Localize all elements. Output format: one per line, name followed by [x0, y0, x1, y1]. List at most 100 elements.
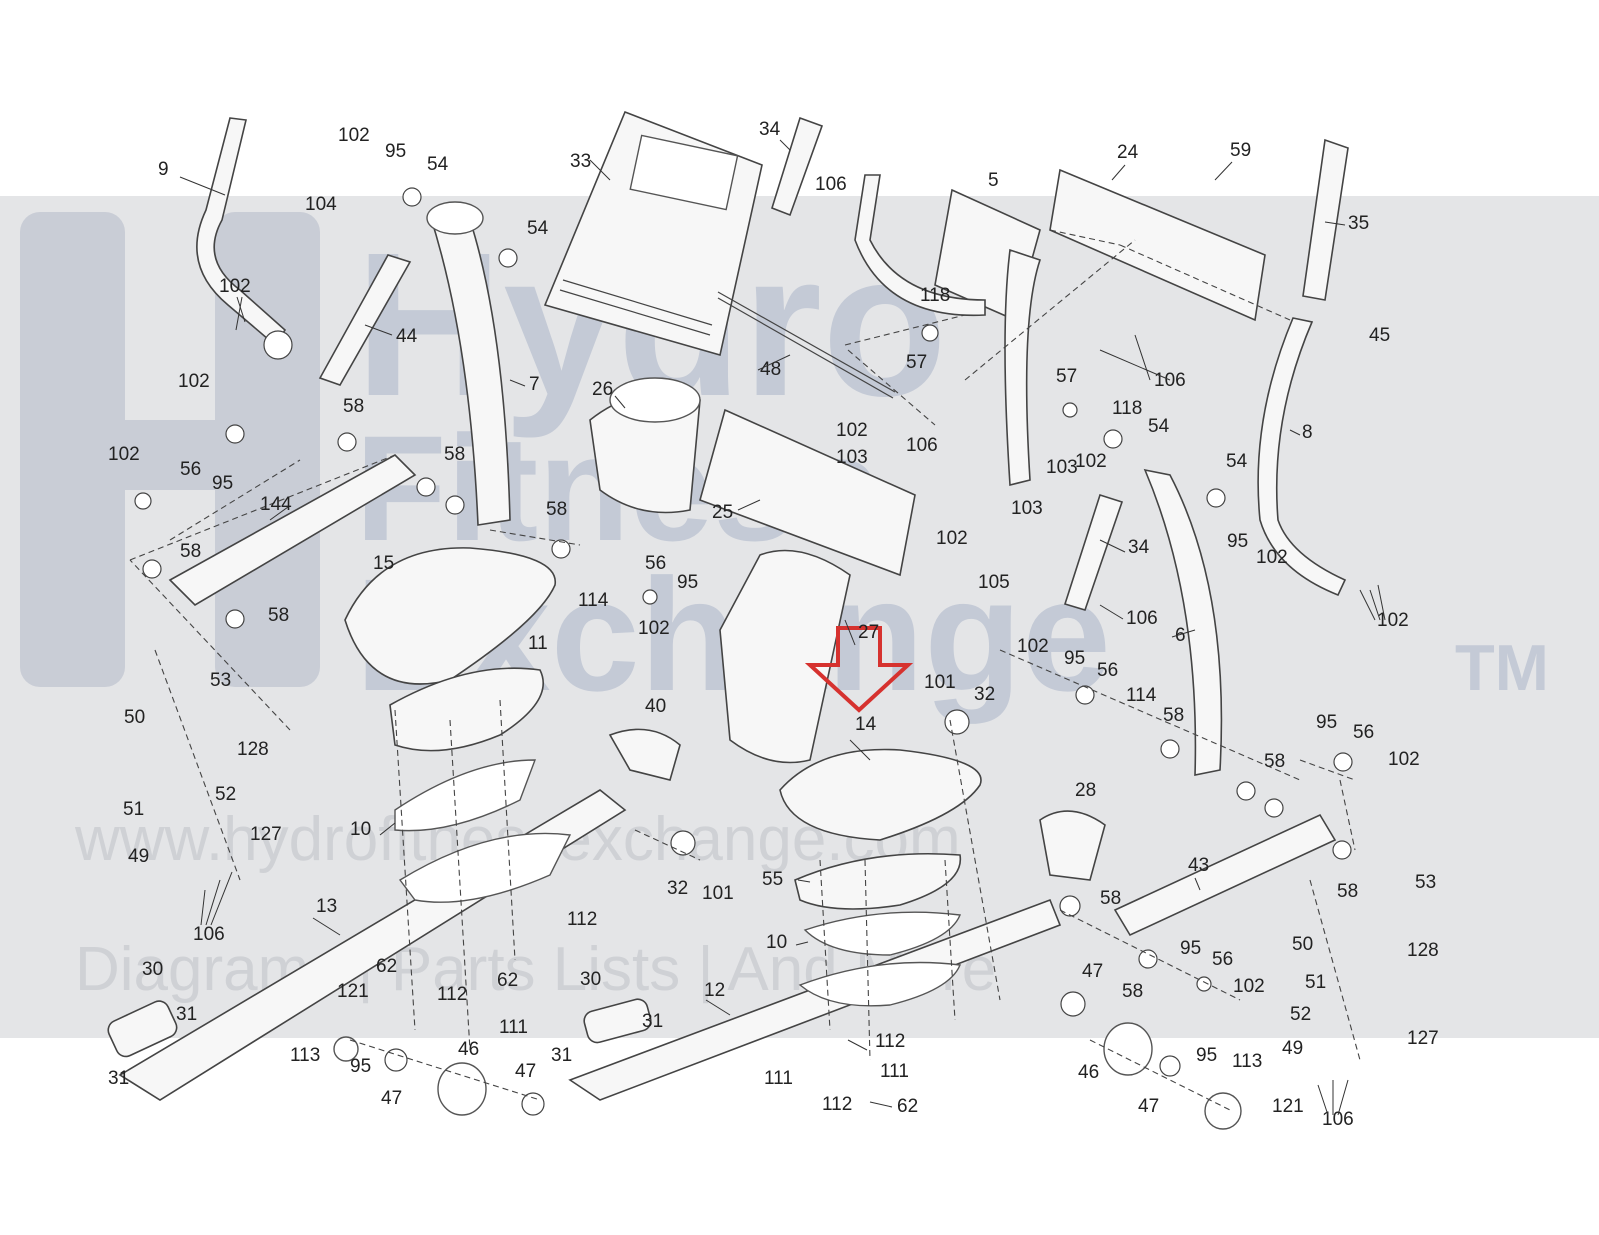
callout-102: 102	[1075, 451, 1107, 472]
callout-113: 113	[290, 1045, 320, 1066]
callout-106: 106	[1154, 370, 1186, 391]
part-46-left	[437, 1062, 487, 1116]
callout-6: 6	[1175, 625, 1186, 646]
callout-58: 58	[1163, 705, 1184, 726]
callout-95: 95	[212, 473, 233, 494]
part-46-right	[1103, 1022, 1153, 1076]
callout-49: 49	[1282, 1038, 1303, 1059]
callout-121: 121	[337, 981, 369, 1002]
callout-102: 102	[1233, 976, 1265, 997]
part-15-pedal	[344, 547, 556, 685]
callout-51: 51	[123, 799, 144, 820]
callout-101: 101	[702, 883, 734, 904]
callout-111: 111	[880, 1061, 909, 1082]
callout-58: 58	[180, 541, 201, 562]
callout-62: 62	[376, 956, 397, 977]
callout-128: 128	[237, 739, 269, 760]
callout-56: 56	[1097, 660, 1118, 681]
callout-30: 30	[580, 969, 601, 990]
callout-50: 50	[1292, 934, 1313, 955]
part-48-axle	[717, 291, 896, 393]
callout-52: 52	[215, 784, 236, 805]
callout-105: 105	[978, 572, 1010, 593]
callout-144: 144	[260, 494, 292, 515]
callout-31: 31	[551, 1045, 572, 1066]
callout-102: 102	[338, 125, 370, 146]
callout-102: 102	[936, 528, 968, 549]
callout-52: 52	[1290, 1004, 1311, 1025]
callout-95: 95	[1227, 531, 1248, 552]
console-vents	[559, 289, 711, 336]
callout-40: 40	[645, 696, 666, 717]
part-12-right-rail	[568, 898, 1062, 1101]
part-7-top-tube	[426, 201, 484, 235]
callout-10: 10	[350, 819, 371, 840]
callout-30: 30	[142, 959, 163, 980]
callout-27: 27	[858, 622, 879, 643]
callout-32: 32	[667, 878, 688, 899]
bearings	[134, 187, 1353, 1116]
part-8-right-pivot	[1257, 317, 1347, 597]
part-28-cap	[1039, 810, 1106, 881]
callout-45: 45	[1369, 325, 1390, 346]
callout-103: 103	[836, 447, 868, 468]
part-30-cap-left	[107, 1000, 178, 1058]
part-10-plate-left	[394, 759, 537, 832]
callout-58: 58	[1122, 981, 1143, 1002]
callout-15: 15	[373, 553, 394, 574]
part-13-plate	[398, 832, 572, 903]
callout-102: 102	[1256, 547, 1288, 568]
callout-111: 111	[499, 1017, 528, 1038]
callout-118: 118	[1112, 398, 1142, 419]
part-12-plate	[798, 961, 961, 1007]
part-24-shroud	[1049, 168, 1266, 322]
callout-46: 46	[458, 1039, 479, 1060]
callout-13: 13	[316, 896, 337, 917]
callout-12: 12	[704, 980, 725, 1001]
callout-47: 47	[381, 1088, 402, 1109]
part-144-link	[168, 454, 417, 607]
callout-113: 113	[1232, 1051, 1262, 1072]
console-vents-2	[562, 279, 713, 326]
callout-54: 54	[1226, 451, 1248, 472]
callout-58: 58	[343, 396, 364, 417]
callout-47: 47	[1138, 1096, 1159, 1117]
callout-95: 95	[1316, 712, 1337, 733]
part-35-right-arm	[1302, 138, 1349, 301]
callout-31: 31	[176, 1004, 197, 1025]
callout-54: 54	[427, 154, 449, 175]
callout-labels: 9 102 95 54 104 102 44 102 102 56 95 58 …	[108, 119, 1439, 1130]
callout-58: 58	[268, 605, 289, 626]
watermark-trademark: TM	[1455, 631, 1549, 704]
highlight-arrow	[804, 626, 914, 713]
callout-114: 114	[578, 590, 609, 611]
callout-51: 51	[1305, 972, 1326, 993]
callout-48: 48	[760, 359, 781, 380]
callout-31: 31	[108, 1068, 129, 1089]
callout-58: 58	[444, 444, 465, 465]
callout-112: 112	[875, 1031, 905, 1052]
callout-5: 5	[988, 170, 999, 191]
part-5-tube	[854, 174, 986, 317]
callout-43: 43	[1188, 855, 1209, 876]
callout-56: 56	[1353, 722, 1374, 743]
callout-54: 54	[1148, 416, 1170, 437]
callout-49: 49	[128, 846, 149, 867]
callout-106: 106	[815, 174, 847, 195]
part-34-upper-grip	[771, 116, 824, 217]
callout-34: 34	[1128, 537, 1150, 558]
callout-58: 58	[546, 499, 567, 520]
part-113-right	[1204, 1092, 1242, 1130]
part-10-plate-right	[803, 911, 961, 956]
callout-102: 102	[1017, 636, 1049, 657]
callout-28: 28	[1075, 780, 1096, 801]
callout-10: 10	[766, 932, 787, 953]
callout-106: 106	[1322, 1109, 1354, 1130]
callout-112: 112	[437, 984, 467, 1005]
part-7-pivot-arm	[428, 214, 511, 526]
callout-14: 14	[855, 714, 877, 735]
part-40-cap	[608, 728, 681, 781]
callout-53: 53	[1415, 872, 1436, 893]
callout-47: 47	[1082, 961, 1103, 982]
